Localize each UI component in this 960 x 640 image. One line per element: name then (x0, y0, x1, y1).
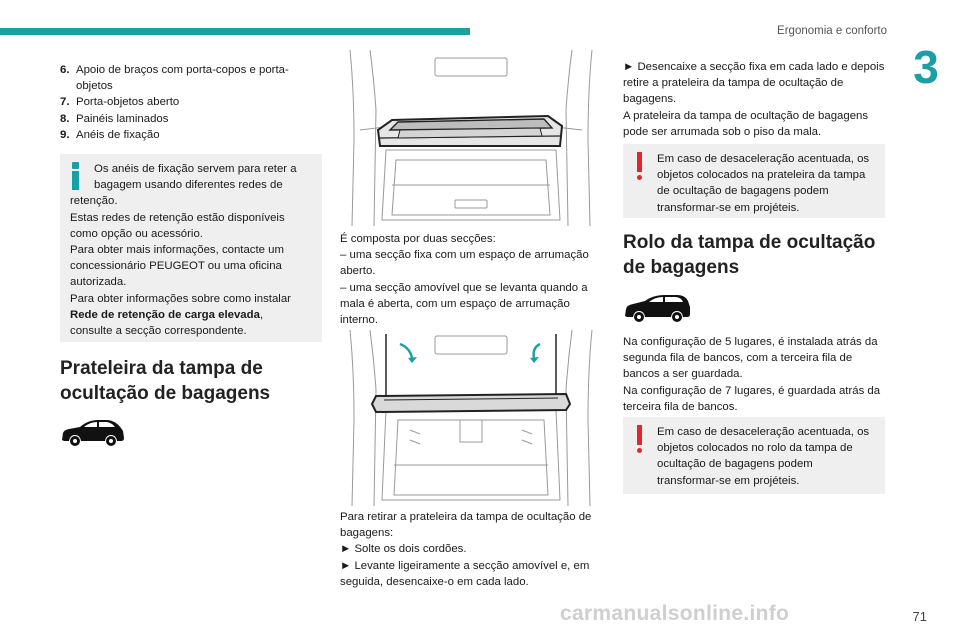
warning-icon (634, 152, 644, 182)
warning-icon (634, 425, 644, 455)
car-mpv-icon (625, 295, 690, 322)
list-item: 8.Painéis laminados (60, 112, 169, 125)
warning-box-roller: Em caso de desaceleração acentuada, os o… (623, 417, 885, 494)
list-item: 6.Apoio de braços com porta-copos e port… (60, 64, 289, 93)
chapter-number: 3 (913, 41, 939, 93)
car-suv-icon (62, 420, 124, 446)
shelf-removal-illustration (349, 330, 593, 506)
heading-shelf: Prateleira da tampa de ocultação de baga… (60, 358, 271, 404)
header-accent-bar (0, 28, 470, 35)
list-item: 9.Anéis de fixação (60, 128, 160, 141)
heading-roller: Rolo da tampa de ocultação de bagagens (623, 232, 876, 278)
roller-configuration-text: Na configuração de 5 lugares, é instalad… (623, 336, 881, 413)
trunk-shelf-illustration (349, 50, 593, 226)
info-icon (69, 162, 83, 190)
section-title: Ergonomia e conforto (777, 25, 887, 37)
shelf-storage-text: ► Desencaixe a secção fixa em cada lado … (623, 61, 885, 138)
list-item: 7.Porta-objetos aberto (60, 96, 180, 109)
item-list: 6.Apoio de braços com porta-copos e port… (60, 62, 322, 143)
shelf-description: É composta por duas secções: – uma secçã… (340, 233, 589, 327)
page-number: 71 (912, 609, 927, 624)
watermark: carmanualsonline.info (560, 602, 790, 625)
removal-steps: Para retirar a prateleira da tampa de oc… (340, 511, 592, 588)
info-box: Os anéis de fixação servem para reter a … (60, 154, 322, 342)
warning-box-shelf: Em caso de desaceleração acentuada, os o… (623, 144, 885, 218)
